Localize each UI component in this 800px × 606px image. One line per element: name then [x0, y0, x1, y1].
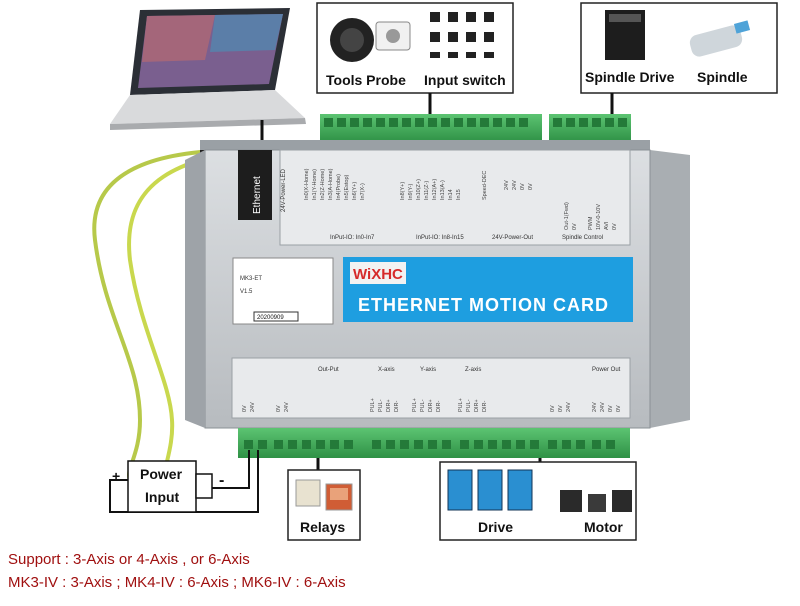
svg-text:0V: 0V: [572, 223, 578, 230]
bottom-terminal-blocks: [238, 428, 630, 458]
svg-text:PUL+: PUL+: [370, 398, 376, 412]
svg-text:0V: 0V: [608, 405, 614, 412]
svg-text:Out-1(Fwd): Out-1(Fwd): [564, 202, 570, 230]
ethernet-label: Ethernet: [252, 176, 263, 214]
svg-text:In5(Estop): In5(Estop): [344, 174, 350, 200]
title-banner: ETHERNET MOTION CARD: [358, 295, 609, 315]
svg-text:PUL+: PUL+: [412, 398, 418, 412]
minus-sign: -: [219, 472, 224, 489]
svg-text:24V: 24V: [250, 402, 256, 412]
svg-text:0V: 0V: [528, 183, 534, 190]
svg-text:DIR-: DIR-: [436, 401, 442, 412]
svg-text:24V: 24V: [512, 180, 518, 190]
svg-text:0V: 0V: [242, 405, 248, 412]
svg-text:In6(Y+): In6(Y+): [352, 182, 358, 200]
brand-logo: WiXHC: [353, 266, 403, 283]
tools-probe-label: Tools Probe: [326, 72, 406, 88]
model-id: MK3-ET: [240, 276, 262, 282]
power-out-24v-label: 24V-Power-Out: [492, 235, 533, 241]
svg-text:24V: 24V: [284, 402, 290, 412]
svg-text:DIR-: DIR-: [482, 401, 488, 412]
ethernet-port: [238, 150, 272, 220]
svg-text:In9(Y-): In9(Y-): [408, 184, 414, 200]
motor-label: Motor: [584, 519, 623, 535]
drive-label: Drive: [478, 519, 513, 535]
svg-text:In7(X-): In7(X-): [360, 183, 366, 200]
support-caption: Support : 3-Axis or 4-Axis , or 6-Axis: [8, 551, 250, 568]
svg-text:PUL+: PUL+: [458, 398, 464, 412]
svg-text:DIR-: DIR-: [394, 401, 400, 412]
svg-text:In8(Y+): In8(Y+): [400, 182, 406, 200]
svg-text:DIR+: DIR+: [386, 399, 392, 412]
z-axis-label: Z-axis: [465, 367, 481, 373]
svg-text:DIR+: DIR+: [474, 399, 480, 412]
models-caption: MK3-IV : 3-Axis ; MK4-IV : 6-Axis ; MK6-…: [8, 574, 346, 591]
input-0-7-label: InPut-IO: In0-In7: [330, 235, 375, 241]
svg-text:In0(X-Home): In0(X-Home): [304, 168, 310, 200]
svg-text:24V: 24V: [566, 402, 572, 412]
svg-text:24V: 24V: [592, 402, 598, 412]
model-version: V1.5: [240, 289, 253, 295]
svg-text:0V: 0V: [612, 223, 618, 230]
svg-text:In3(A-Home): In3(A-Home): [328, 168, 334, 200]
svg-text:PWM: PWM: [588, 216, 594, 230]
svg-text:Speed-DEC: Speed-DEC: [482, 171, 488, 200]
svg-text:In1(Y-Home): In1(Y-Home): [312, 169, 318, 200]
svg-text:In14: In14: [448, 189, 454, 200]
spindle-drive-label: Spindle Drive: [585, 69, 675, 85]
svg-text:24V: 24V: [504, 180, 510, 190]
svg-text:PUL-: PUL-: [420, 399, 426, 412]
svg-text:0V: 0V: [550, 405, 556, 412]
input-8-15-label: InPut-IO: In8-In15: [416, 235, 464, 241]
svg-text:PUL-: PUL-: [466, 399, 472, 412]
plus-sign: +: [112, 468, 120, 484]
power-out-label: Power Out: [592, 367, 621, 373]
laptop-image: [110, 8, 306, 130]
svg-text:PUL-: PUL-: [378, 399, 384, 412]
spindle-control-label: Spindle Control: [562, 235, 603, 241]
power-label-line2: Input: [145, 489, 180, 505]
svg-text:24V: 24V: [600, 402, 606, 412]
svg-text:10V-0-10V: 10V-0-10V: [596, 204, 602, 230]
svg-text:In12(A+): In12(A+): [432, 179, 438, 200]
relays-label: Relays: [300, 519, 345, 535]
svg-text:In11(Z-): In11(Z-): [424, 181, 430, 200]
relays-box: Relays: [287, 469, 361, 541]
y-axis-label: Y-axis: [420, 367, 436, 373]
svg-text:0V: 0V: [558, 405, 564, 412]
out-put-label: Out-Put: [318, 367, 339, 373]
spindle-label: Spindle: [697, 69, 748, 85]
svg-text:DIR+: DIR+: [428, 399, 434, 412]
top-box-spindle: Spindle Drive Spindle: [580, 2, 778, 94]
svg-text:AVI: AVI: [604, 221, 610, 230]
svg-text:0V: 0V: [276, 405, 282, 412]
drive-motor-box: Drive Motor: [439, 461, 637, 541]
power-input-diagram: Power Input + -: [109, 450, 259, 513]
power-led-label: 24V-Power-LED: [281, 168, 287, 212]
model-date: 20200909: [257, 315, 284, 321]
x-axis-label: X-axis: [378, 367, 395, 373]
svg-text:In15: In15: [456, 189, 462, 200]
svg-text:0V: 0V: [616, 405, 622, 412]
top-box-probe-switch: Tools Probe Input switch: [316, 2, 514, 94]
svg-text:In10(Z+): In10(Z+): [416, 179, 422, 200]
input-switch-label: Input switch: [424, 72, 506, 88]
svg-text:In2(Z-Home): In2(Z-Home): [320, 169, 326, 200]
power-label-line1: Power: [140, 466, 183, 482]
svg-text:0V: 0V: [520, 183, 526, 190]
svg-text:In4(Probe): In4(Probe): [336, 174, 342, 200]
motion-card-board: Ethernet 24V-Power-LED In0(X-Home) In1(Y…: [185, 140, 690, 429]
top-terminal-blocks: [320, 114, 631, 142]
svg-text:In13(A-): In13(A-): [440, 180, 446, 200]
